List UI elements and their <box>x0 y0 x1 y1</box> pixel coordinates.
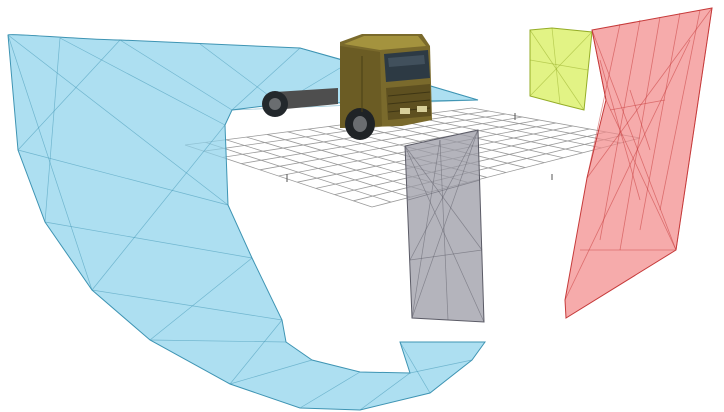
main-mirror-zone <box>530 28 592 110</box>
rear-rim <box>269 98 281 110</box>
front-mirror-zone <box>405 130 484 322</box>
front-rim <box>353 116 367 132</box>
